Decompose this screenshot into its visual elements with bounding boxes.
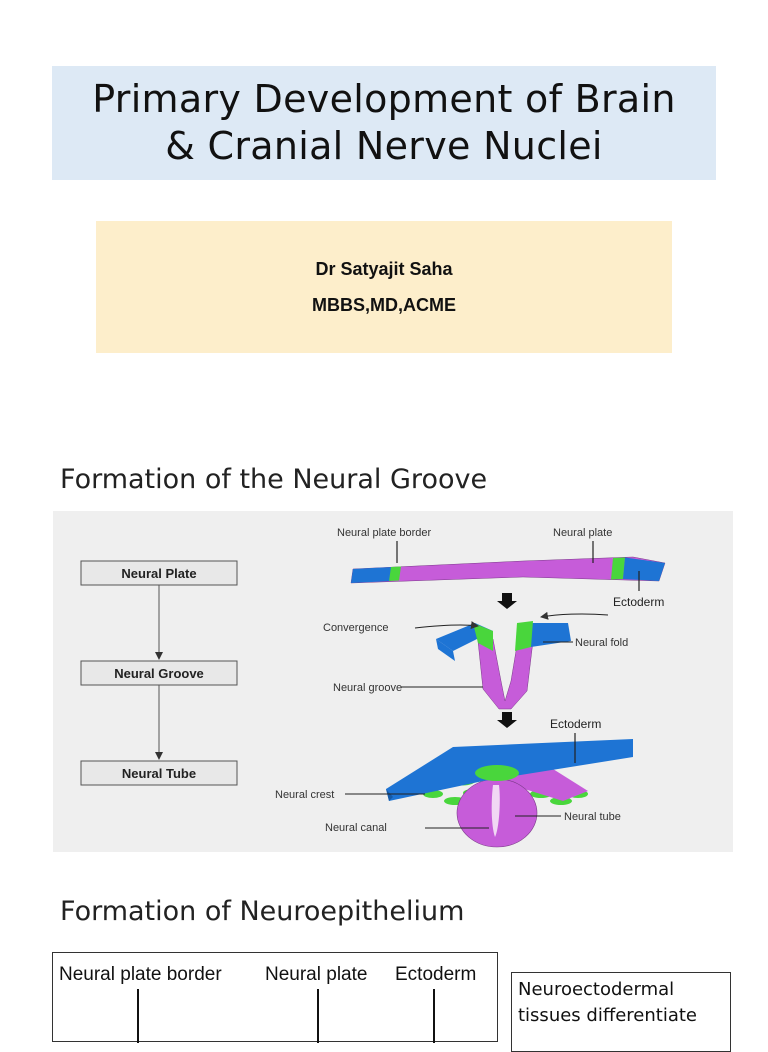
label-neural-plate-border: Neural plate border <box>337 527 432 539</box>
label-neural-plate: Neural plate <box>553 527 612 539</box>
label-neural-fold: Neural fold <box>575 637 628 649</box>
label-neural-canal: Neural canal <box>325 822 387 834</box>
flow-label-neural-plate: Neural Plate <box>121 566 196 581</box>
neural-groove-diagram: Neural Plate Neural Groove Neural Tube N… <box>80 527 666 848</box>
flowchart: Neural Plate Neural Groove Neural Tube <box>80 560 238 786</box>
stage-neural-groove <box>436 621 571 710</box>
author-box: Dr Satyajit Saha MBBS,MD,ACME <box>96 221 672 353</box>
author-name: Dr Satyajit Saha <box>315 259 453 279</box>
section-heading-neuroepithelium: Formation of Neuroepithelium <box>60 896 465 927</box>
flow-box-neural-groove <box>80 660 238 686</box>
label-neural-plate-2: Neural plate <box>265 964 367 985</box>
stage-neural-plate <box>350 556 666 584</box>
flow-box-neural-plate <box>80 560 238 586</box>
label-neural-crest: Neural crest <box>275 789 334 801</box>
title-line-1: Primary Development of Brain <box>92 77 676 121</box>
stage-arrow-2 <box>497 712 517 728</box>
label-neural-groove: Neural groove <box>333 682 402 694</box>
neuroepithelium-diagram: Neural plate border Neural plate Ectoder… <box>59 964 476 1043</box>
label-neural-tube: Neural tube <box>564 811 621 823</box>
flow-label-neural-tube: Neural Tube <box>122 766 196 781</box>
flow-label-neural-groove: Neural Groove <box>114 666 204 681</box>
label-ectoderm-mid: Ectoderm <box>550 717 601 731</box>
title-line-2: & Cranial Nerve Nuclei <box>165 124 603 168</box>
flow-box-neural-tube <box>80 760 238 786</box>
label-convergence: Convergence <box>323 622 388 634</box>
label-ectoderm-top: Ectoderm <box>613 595 664 609</box>
note-neuroectodermal: Neuroectodermal tissues differentiate <box>511 972 731 1052</box>
author-credentials: MBBS,MD,ACME <box>312 295 456 315</box>
stage-neural-tube <box>386 739 633 848</box>
page-title: Primary Development of Brain& Cranial Ne… <box>92 76 676 170</box>
label-ectoderm-2: Ectoderm <box>395 964 476 985</box>
section-heading-neural-groove: Formation of the Neural Groove <box>60 464 488 495</box>
label-neural-plate-border-2: Neural plate border <box>59 964 222 985</box>
stage-arrow-1 <box>497 593 517 609</box>
neuroepithelium-figure: Neural plate border Neural plate Ectoder… <box>52 952 498 1043</box>
title-banner: Primary Development of Brain& Cranial Ne… <box>52 66 716 180</box>
neural-groove-figure: Neural Plate Neural Groove Neural Tube N… <box>53 511 733 852</box>
